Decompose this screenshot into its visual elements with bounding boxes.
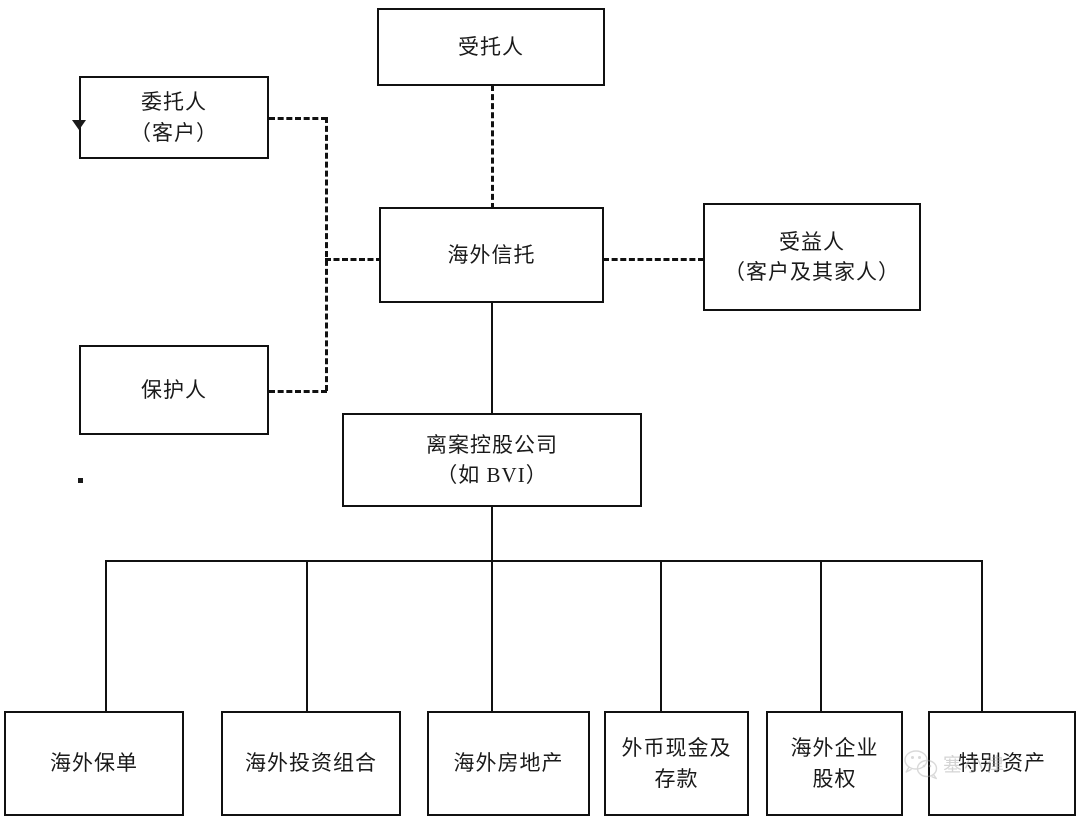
node-trustee-label: 受托人 xyxy=(458,34,524,59)
connector-protector-bus xyxy=(269,390,327,393)
node-settlor-label-line2: （客户） xyxy=(130,120,218,145)
node-holding-company[interactable]: 离案控股公司 （如 BVI） xyxy=(342,413,642,507)
node-protector[interactable]: 保护人 xyxy=(79,345,269,435)
node-holding-label-line1: 离案控股公司 xyxy=(426,432,558,457)
connector-asset-bus xyxy=(105,560,983,562)
node-asset-2[interactable]: 海外投资组合 xyxy=(221,711,401,816)
connector-drop-asset-4 xyxy=(660,560,662,712)
node-trust-label: 海外信托 xyxy=(447,242,536,267)
connector-left-dashed-bus xyxy=(325,117,328,391)
node-beneficiary-label-line1: 受益人 xyxy=(779,229,845,254)
settlor-arrow-marker-icon xyxy=(72,120,86,130)
node-trust[interactable]: 海外信托 xyxy=(379,207,604,303)
node-asset-5-label-line2: 股权 xyxy=(812,766,857,791)
node-beneficiary[interactable]: 受益人 （客户及其家人） xyxy=(703,203,921,311)
connector-bus-trust xyxy=(325,258,382,261)
node-asset-6-label-line1: 特别资产 xyxy=(958,751,1046,776)
connector-drop-asset-6 xyxy=(981,560,983,712)
node-asset-3-label-line1: 海外房地产 xyxy=(453,751,564,776)
connector-drop-asset-1 xyxy=(105,560,107,712)
node-asset-4-label-line2: 存款 xyxy=(654,766,699,791)
connector-settlor-bus xyxy=(269,117,327,120)
node-asset-1-label-line1: 海外保单 xyxy=(50,751,138,776)
node-trustee[interactable]: 受托人 xyxy=(377,8,605,86)
node-settlor-label-line1: 委托人 xyxy=(141,90,207,115)
connector-trust-beneficiary xyxy=(603,258,704,261)
node-asset-3[interactable]: 海外房地产 xyxy=(427,711,590,816)
node-asset-4-label-line1: 外币现金及 xyxy=(621,736,732,761)
node-settlor[interactable]: 委托人 （客户） xyxy=(79,76,269,159)
node-asset-6[interactable]: 特别资产 xyxy=(928,711,1076,816)
connector-drop-asset-5 xyxy=(820,560,822,712)
node-asset-1[interactable]: 海外保单 xyxy=(4,711,184,816)
connector-drop-asset-2 xyxy=(306,560,308,712)
node-protector-label: 保护人 xyxy=(141,377,207,402)
node-asset-5[interactable]: 海外企业 股权 xyxy=(766,711,903,816)
connector-holding-trunk xyxy=(491,506,493,562)
node-beneficiary-label-line2: （客户及其家人） xyxy=(724,260,900,284)
connector-trustee-trust xyxy=(491,85,494,209)
connector-trust-holding xyxy=(491,302,493,415)
node-asset-4[interactable]: 外币现金及 存款 xyxy=(604,711,749,816)
node-asset-5-label-line1: 海外企业 xyxy=(790,736,879,761)
node-holding-label-line2: （如 BVI） xyxy=(436,463,548,487)
connector-drop-asset-3 xyxy=(491,560,493,712)
stray-dot-mark xyxy=(78,478,83,483)
node-asset-2-label-line1: 海外投资组合 xyxy=(245,751,377,776)
